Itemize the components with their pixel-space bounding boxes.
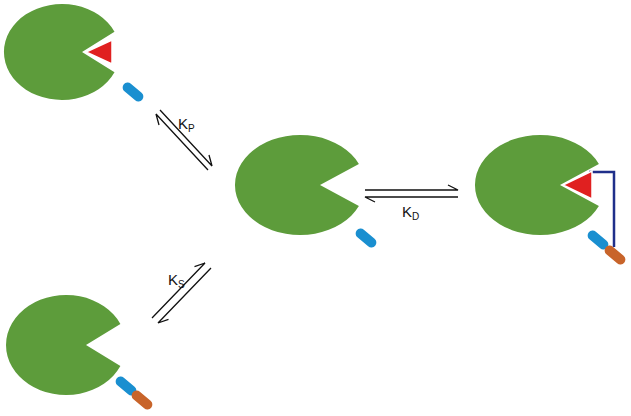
sensor-tag (130, 388, 155, 411)
tag (354, 226, 379, 249)
rate-constant-label: KD (402, 204, 419, 222)
tag (121, 80, 146, 103)
rate-constant-label: KS (168, 272, 185, 290)
protein-tethered-ligand (475, 135, 627, 267)
harpoon (160, 110, 212, 166)
ligand (563, 171, 592, 199)
equilibrium-arrows (152, 110, 458, 323)
harpoon (365, 185, 458, 190)
harpoon (152, 263, 205, 318)
rate-constant-label: KP (178, 116, 195, 134)
protein-apo (235, 135, 378, 250)
harpoon (156, 114, 208, 170)
ligand (86, 40, 112, 64)
protein-ligand-bound (4, 4, 145, 104)
protein-body (235, 135, 359, 235)
protein-sensor (6, 295, 154, 412)
protein-body (4, 4, 115, 100)
harpoon (365, 197, 458, 202)
protein-body (6, 295, 120, 395)
harpoon (158, 268, 211, 323)
sensor-tag (603, 243, 628, 266)
protein-body (475, 135, 599, 235)
